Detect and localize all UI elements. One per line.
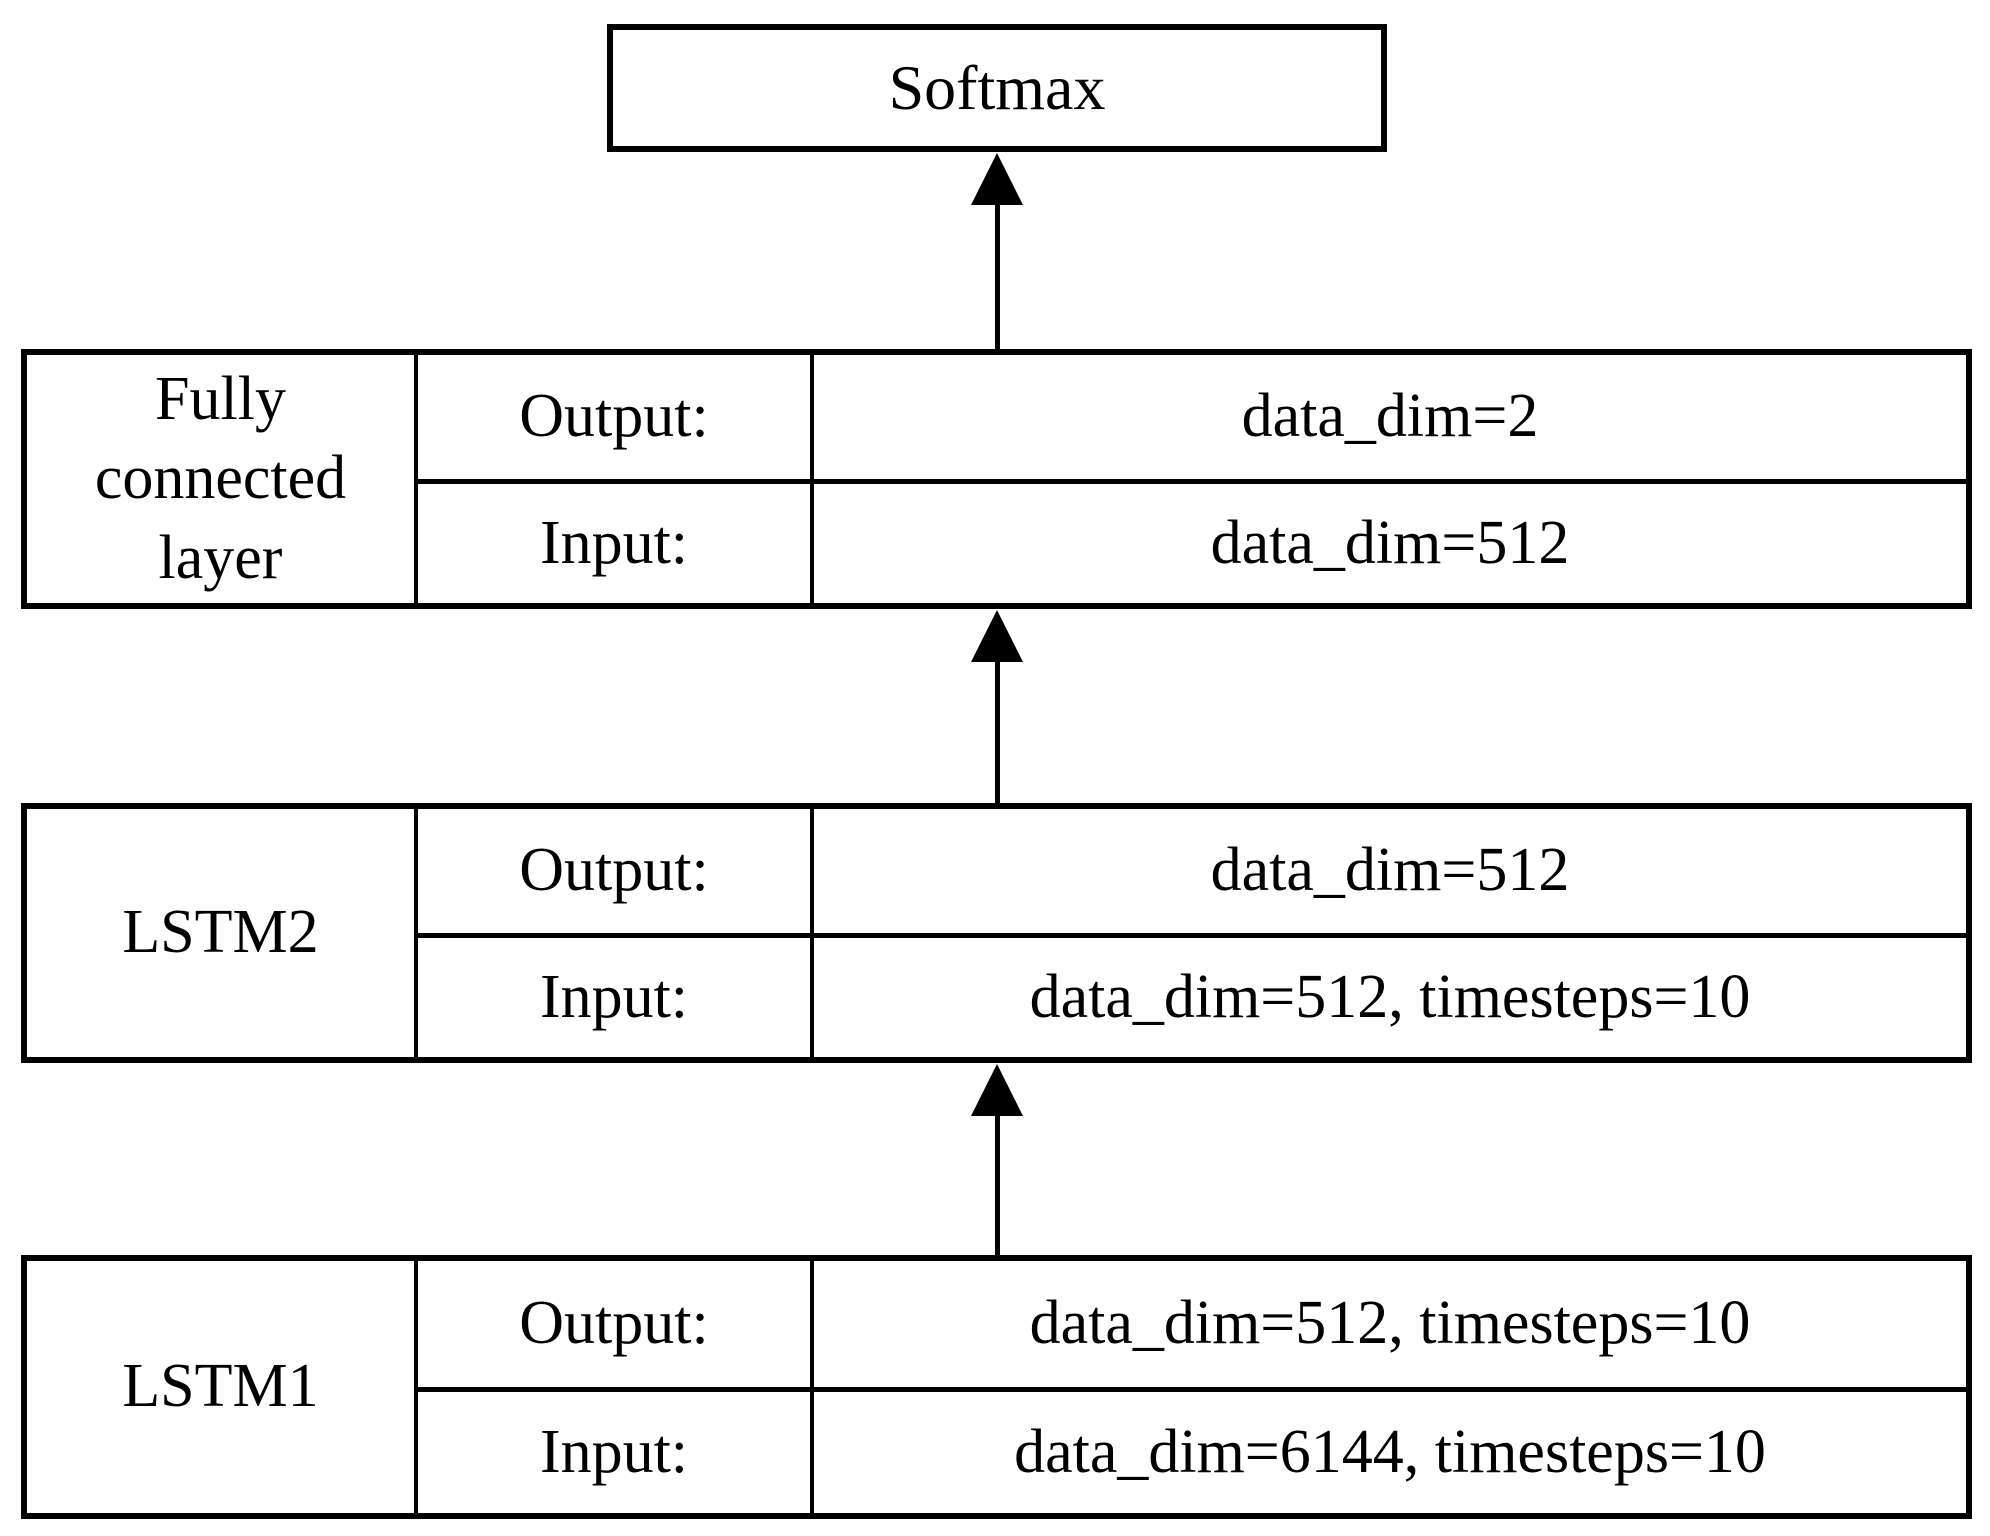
- layer-block-lstm2: LSTM2 Output: data_dim=512 Input: data_d…: [21, 803, 1972, 1063]
- input-label: Input:: [539, 1417, 689, 1486]
- layer-name: LSTM1: [122, 1352, 319, 1421]
- input-value-cell: data_dim=512, timesteps=10: [810, 933, 1966, 1057]
- layer-name-cell: LSTM1: [27, 1261, 418, 1513]
- output-key-cell: Output:: [418, 809, 810, 933]
- output-value: data_dim=512: [1210, 836, 1570, 905]
- arrow-up-icon: [971, 153, 1023, 205]
- layer-block-lstm1: LSTM1 Output: data_dim=512, timesteps=10…: [21, 1255, 1972, 1519]
- softmax-label: Softmax: [888, 52, 1106, 123]
- input-label: Input:: [539, 962, 689, 1031]
- input-key-cell: Input:: [418, 1387, 810, 1513]
- input-key-cell: Input:: [418, 479, 810, 603]
- input-label: Input:: [539, 508, 689, 577]
- layer-name-cell: LSTM2: [27, 809, 418, 1057]
- layer-name-cell: Fully connected layer: [27, 355, 418, 603]
- layer-block-fully-connected: Fully connected layer Output: data_dim=2…: [21, 349, 1972, 609]
- input-value-cell: data_dim=6144, timesteps=10: [810, 1387, 1966, 1513]
- layer-name: LSTM2: [122, 898, 319, 967]
- softmax-box: Softmax: [607, 24, 1387, 152]
- input-value-cell: data_dim=512: [810, 479, 1966, 603]
- output-value-cell: data_dim=512: [810, 809, 1966, 933]
- output-value-cell: data_dim=512, timesteps=10: [810, 1261, 1966, 1387]
- output-value: data_dim=2: [1241, 382, 1539, 451]
- output-value-cell: data_dim=2: [810, 355, 1966, 479]
- arrow-up-icon: [971, 610, 1023, 662]
- output-label: Output:: [519, 1289, 709, 1358]
- arrow-shaft: [995, 657, 1000, 805]
- arrow-shaft: [995, 1111, 1000, 1257]
- arrow-up-icon: [971, 1064, 1023, 1116]
- output-value: data_dim=512, timesteps=10: [1029, 1289, 1751, 1358]
- input-key-cell: Input:: [418, 933, 810, 1057]
- output-label: Output:: [519, 382, 709, 451]
- arrow-shaft: [995, 200, 1000, 350]
- layer-name: Fully connected layer: [94, 364, 347, 592]
- input-value: data_dim=512: [1210, 508, 1570, 577]
- output-label: Output:: [519, 836, 709, 905]
- output-key-cell: Output:: [418, 355, 810, 479]
- input-value: data_dim=6144, timesteps=10: [1014, 1417, 1766, 1486]
- input-value: data_dim=512, timesteps=10: [1029, 962, 1751, 1031]
- output-key-cell: Output:: [418, 1261, 810, 1387]
